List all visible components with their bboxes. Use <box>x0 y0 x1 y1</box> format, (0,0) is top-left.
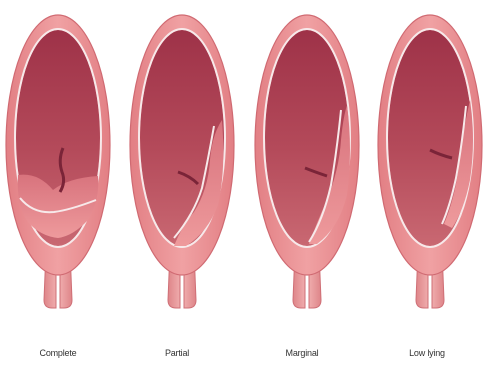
uterus-complete <box>6 15 110 308</box>
label-marginal: Marginal <box>252 348 352 358</box>
uterus-partial <box>130 15 234 308</box>
label-partial: Partial <box>127 348 227 358</box>
uterus-low-lying <box>378 15 482 308</box>
label-complete: Complete <box>8 348 108 358</box>
label-low-lying: Low lying <box>377 348 477 358</box>
uterus-marginal <box>255 15 359 308</box>
